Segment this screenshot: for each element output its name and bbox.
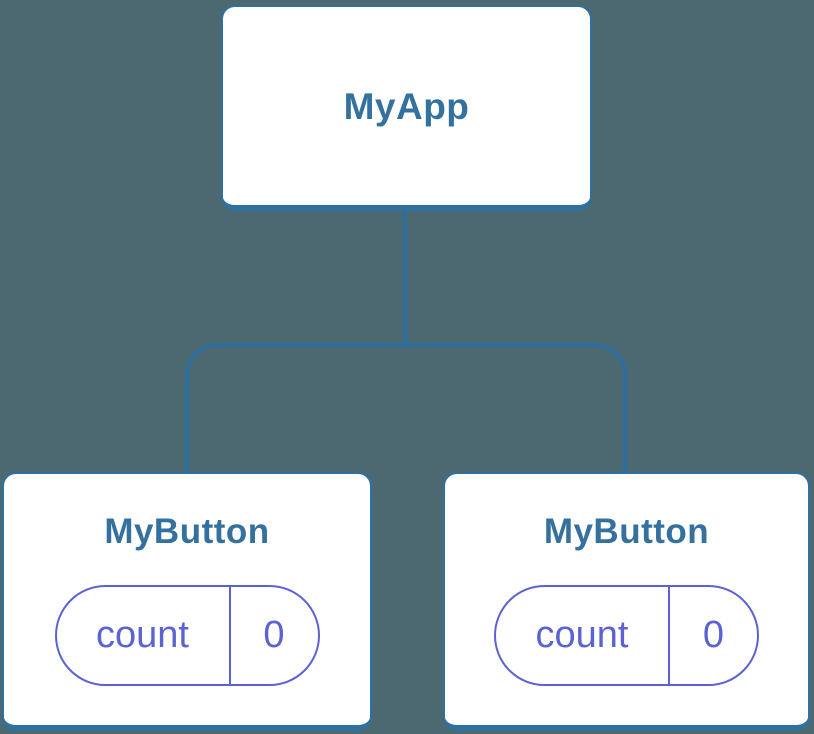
component-box-mybutton-right: MyButton count 0 [443, 472, 810, 731]
component-box-myapp: MyApp [221, 5, 592, 211]
state-value: 0 [263, 613, 285, 656]
component-label: MyButton [104, 511, 270, 551]
state-name: count [535, 613, 629, 656]
trunk-connector-line [403, 209, 407, 345]
state-name: count [96, 613, 189, 656]
state-value: 0 [702, 613, 725, 656]
state-pill: count 0 [494, 584, 759, 686]
component-label: MyApp [343, 85, 470, 127]
branch-bracket-connector [185, 343, 627, 472]
state-pill: count 0 [54, 584, 320, 686]
pill-divider [668, 586, 670, 684]
component-label: MyButton [543, 511, 710, 551]
pill-divider [228, 586, 231, 684]
component-box-mybutton-left: MyButton count 0 [2, 472, 372, 731]
